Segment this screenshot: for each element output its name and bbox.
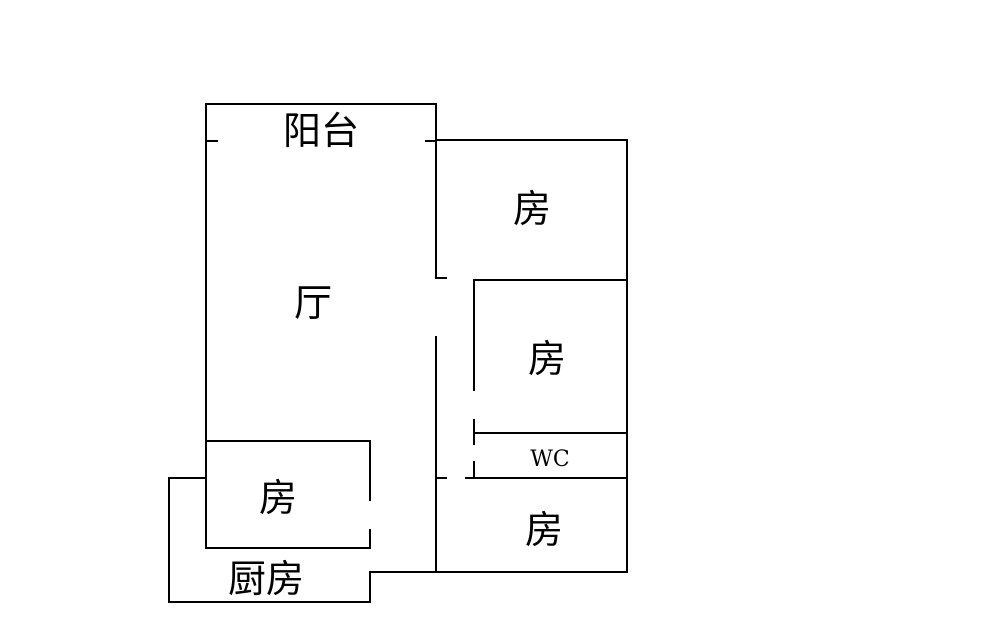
walls [168,103,628,603]
label-bedroom-bottom-right: 房 [525,508,563,552]
label-bedroom-top-right: 房 [513,187,551,231]
label-living-room: 厅 [294,281,332,325]
label-bedroom-bottom-left: 房 [259,476,297,520]
room-labels: 阳台 厅 房 房 WC 房 房 厨房 [228,109,570,601]
label-kitchen: 厨房 [228,557,304,601]
label-wc: WC [530,447,569,472]
label-balcony: 阳台 [283,109,359,153]
label-bedroom-middle-right: 房 [528,337,566,381]
